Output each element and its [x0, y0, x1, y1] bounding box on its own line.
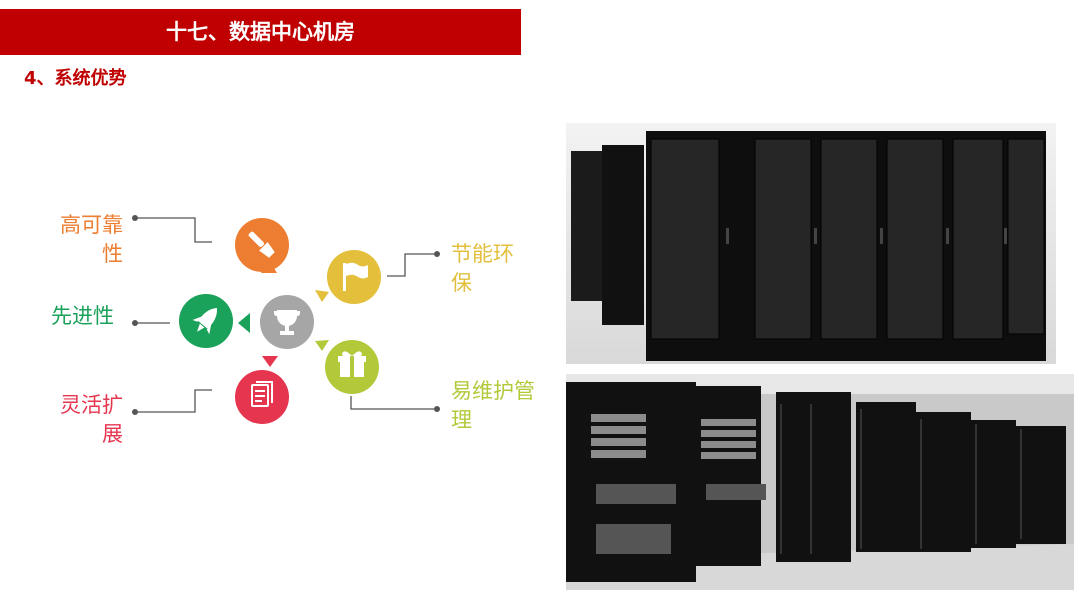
label-energy-saving: 节能环 保: [451, 240, 514, 298]
gift-icon: [338, 351, 366, 377]
page-title: 十七、数据中心机房: [166, 20, 355, 44]
photo-server-racks-open: [566, 374, 1074, 590]
brush-icon: [248, 231, 275, 258]
high-reliability-node: [235, 218, 289, 272]
center-trophy-node: [260, 295, 314, 349]
flag-icon: [343, 262, 368, 291]
arrow-down-icon: [262, 356, 278, 367]
document-icon: [251, 381, 273, 407]
easy-maintenance-node: [325, 340, 379, 394]
label-line: 性: [102, 242, 123, 266]
connector-energy-saving: [387, 253, 437, 277]
label-line: 保: [451, 271, 472, 295]
advanced-node: [179, 294, 233, 348]
arrow-right-down-icon: [315, 340, 329, 351]
label-line: 先进性: [51, 304, 114, 328]
trophy-icon: [273, 310, 301, 335]
title-bar: 十七、数据中心机房: [0, 9, 521, 55]
label-line: 理: [451, 408, 472, 432]
arrow-right-up-icon: [315, 290, 329, 302]
arrow-left-icon: [238, 313, 250, 333]
label-line: 灵活扩: [60, 393, 123, 417]
label-line: 易维护管: [451, 379, 535, 403]
advantages-diagram: [132, 215, 440, 424]
flexible-node: [235, 370, 289, 424]
label-line: 高可靠: [60, 213, 123, 237]
label-high-reliability: 高可靠 性: [57, 211, 123, 269]
energy-saving-node: [327, 250, 381, 304]
label-advanced: 先进性: [51, 302, 114, 331]
label-flexible: 灵活扩 展: [57, 391, 123, 449]
connector-easy-maintenance: [350, 396, 437, 410]
connector-high-reliability: [135, 217, 212, 243]
photo-server-racks-closed: [566, 123, 1056, 364]
rocket-icon: [192, 307, 217, 335]
label-line: 节能环: [451, 242, 514, 266]
label-line: 展: [102, 422, 123, 446]
label-easy-maintenance: 易维护管 理: [451, 377, 535, 435]
connector-flexible: [135, 389, 212, 413]
section-subtitle: 4、系统优势: [24, 68, 127, 89]
